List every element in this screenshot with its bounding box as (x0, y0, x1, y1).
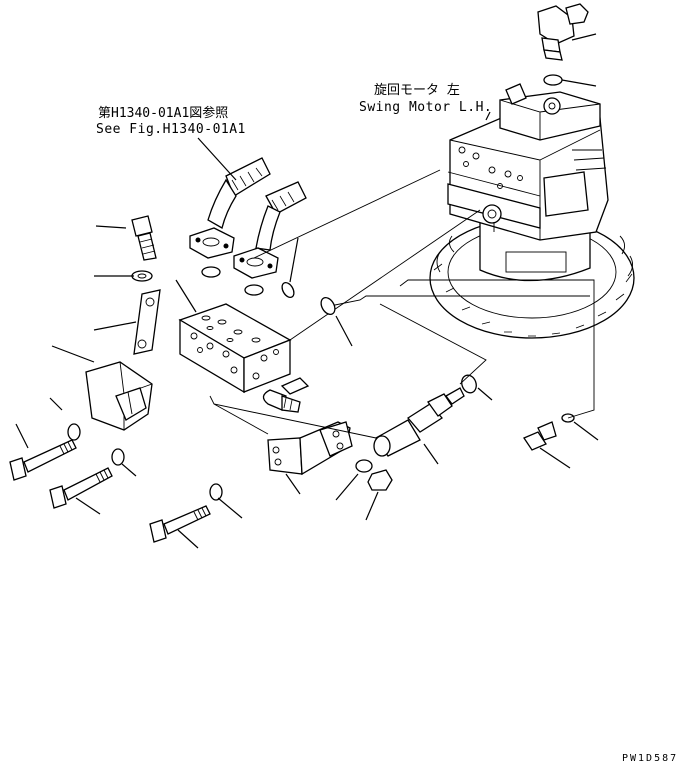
motor-label-jp: 旋回モータ 左 (374, 83, 460, 98)
plate (133, 289, 161, 355)
nut (367, 469, 393, 491)
bolt-long-3 (149, 505, 211, 543)
bracket-middle (267, 421, 353, 476)
drawing-code: PW1D587 (622, 753, 679, 764)
manifold-block (178, 303, 292, 394)
valve-cartridge (373, 387, 465, 457)
assembly-lines (209, 169, 595, 439)
washer-top (131, 270, 153, 282)
bolt-top (131, 215, 157, 261)
o-ring-port (281, 281, 295, 299)
reference-label-jp: 第H1340-01A1図参照 (98, 106, 229, 121)
bracket-left (85, 361, 153, 431)
o-ring-top (543, 74, 563, 86)
washer-4 (355, 459, 373, 473)
hoses (207, 157, 307, 251)
motor-label-en: Swing Motor L.H. (359, 100, 493, 115)
o-ring-right (244, 284, 264, 296)
washer-3 (209, 483, 223, 501)
elbow-adapter (262, 377, 310, 413)
elbow-fitting (537, 3, 589, 61)
washer-2 (111, 448, 125, 466)
split-flanges (189, 227, 279, 279)
small-fitting (523, 421, 557, 451)
o-ring-line (320, 296, 336, 316)
o-ring-left (201, 266, 221, 278)
swing-motor (429, 83, 635, 339)
bolt-long-1 (9, 439, 77, 481)
reference-label-en: See Fig.H1340-01A1 (96, 122, 246, 137)
leader-lines (15, 33, 599, 549)
bolt-long-2 (49, 467, 113, 509)
washer-1 (67, 423, 81, 441)
